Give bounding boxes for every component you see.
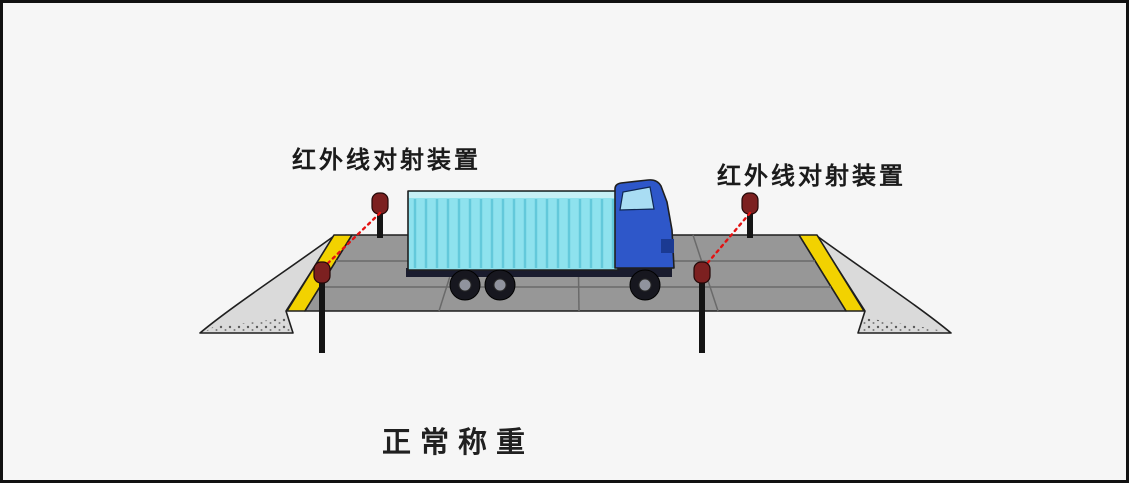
truck-wheel: [484, 269, 516, 301]
container-ribs: [410, 199, 616, 268]
container-top-highlight: [409, 192, 617, 198]
left-approach-ramp: [199, 235, 335, 334]
cab-grille: [661, 239, 674, 253]
weighbridge-diagram: [199, 179, 952, 353]
infrared-sensor-head-front-right: [693, 261, 711, 284]
truck-wheel: [449, 269, 481, 301]
infrared-sensor-head-front-left: [313, 261, 331, 284]
infrared-beam-right: [703, 211, 752, 268]
infrared-beam-left: [323, 211, 382, 268]
infrared-device-label-left: 红外线对射装置: [292, 147, 481, 174]
ramp-gravel-texture-left: [206, 318, 290, 331]
infrared-device-label-right: 红外线对射装置: [717, 163, 906, 190]
cab-window: [619, 186, 655, 211]
infrared-post-front-right: [699, 281, 705, 353]
infrared-post-rear-left: [377, 212, 383, 238]
truck-chassis: [406, 268, 672, 277]
truck-wheel: [629, 269, 661, 301]
infrared-sensor-head-rear-left: [371, 192, 389, 215]
infrared-sensor-head-rear-right: [741, 192, 759, 215]
infrared-post-rear-right: [747, 212, 753, 238]
right-approach-ramp: [816, 235, 952, 334]
figure-caption: 正常称重: [382, 427, 535, 459]
infrared-post-front-left: [319, 281, 325, 353]
ramp-gravel-texture-right: [860, 318, 944, 331]
